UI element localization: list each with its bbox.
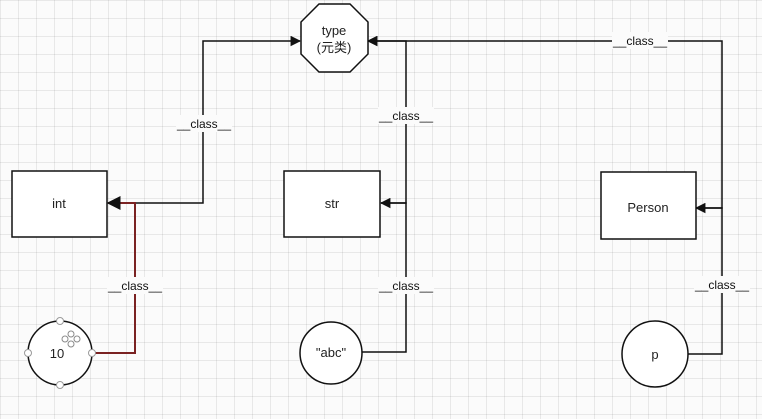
edge-label-str-to-type: __class__ — [378, 107, 434, 124]
node-p[interactable]: p — [621, 320, 689, 388]
svg-text:__class__: __class__ — [176, 117, 231, 131]
node-type-label: type — [322, 23, 347, 38]
svg-text:__class__: __class__ — [107, 279, 162, 293]
svg-text:__class__: __class__ — [612, 34, 667, 48]
edge-label-abc-to-str: __class__ — [378, 277, 434, 294]
edge-label-person-to-type: __class__ — [612, 32, 668, 49]
node-abc-label: "abc" — [316, 345, 347, 360]
node-int-label: int — [52, 196, 66, 211]
selection-handle-top[interactable] — [56, 317, 64, 325]
node-person-label: Person — [627, 200, 668, 215]
svg-text:__class__: __class__ — [694, 278, 749, 292]
svg-text:__class__: __class__ — [378, 279, 433, 293]
edge-label-ten-to-int: __class__ — [107, 277, 163, 294]
selection-handle-left[interactable] — [24, 349, 32, 357]
node-ten[interactable]: 10 — [24, 317, 96, 389]
node-int[interactable]: int — [11, 170, 108, 238]
node-str-label: str — [325, 196, 340, 211]
node-str[interactable]: str — [283, 170, 381, 238]
edge-label-int-to-type: __class__ — [176, 115, 232, 132]
svg-text:__class__: __class__ — [378, 109, 433, 123]
node-type-sublabel: (元类) — [317, 40, 352, 55]
selection-handle-right[interactable] — [88, 349, 96, 357]
node-ten-label: 10 — [50, 346, 64, 361]
move-icon[interactable] — [61, 330, 81, 348]
node-type[interactable]: type (元类) — [300, 3, 369, 73]
node-abc[interactable]: "abc" — [299, 321, 363, 385]
node-person[interactable]: Person — [600, 171, 697, 240]
node-p-label: p — [651, 347, 658, 362]
edge-label-p-to-person: __class__ — [694, 276, 750, 293]
selection-handle-bottom[interactable] — [56, 381, 64, 389]
